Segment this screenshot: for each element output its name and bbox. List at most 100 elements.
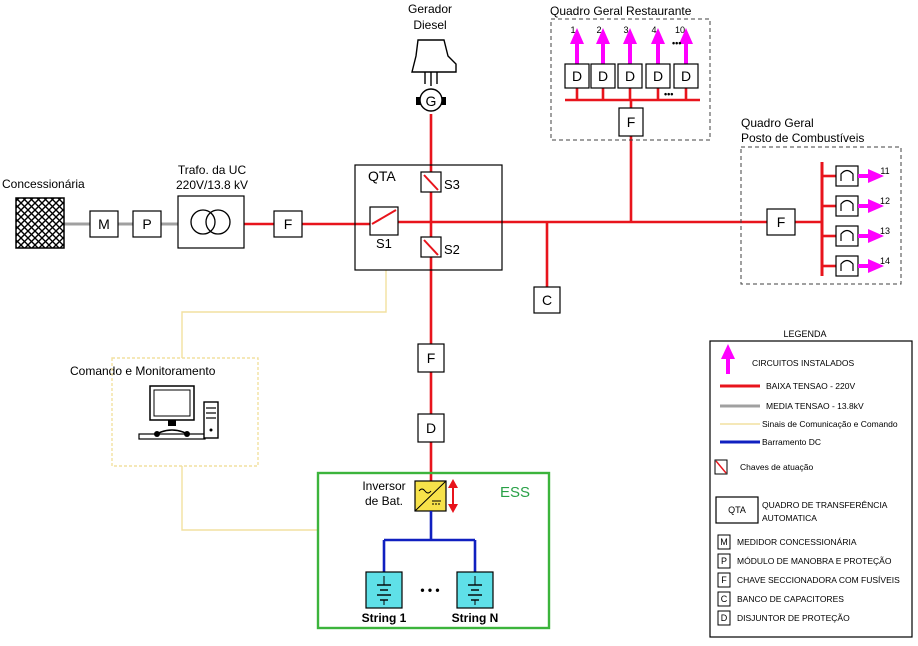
battery-string-1 — [365, 571, 403, 609]
utility-label: Concessionária — [2, 177, 85, 191]
legend-circuits-icon — [721, 344, 735, 374]
low-voltage-lines — [244, 88, 836, 481]
legend-item-switches: Chaves de atuação — [740, 462, 814, 472]
restaurant-circuit-3: 3D — [617, 25, 643, 89]
transformer-symbol — [177, 195, 245, 249]
restaurant-panel-label: Quadro Geral Restaurante — [550, 4, 692, 18]
breaker-box-d — [673, 63, 699, 89]
legend-abbrev-desc: CHAVE SECCIONADORA COM FUSÍVEIS — [737, 575, 900, 585]
svg-text:F: F — [627, 114, 636, 130]
s1-label: S1 — [376, 236, 392, 251]
restaurant-panel-frame — [550, 18, 711, 141]
qta-label: QTA — [368, 168, 396, 184]
protection-box-p: P — [132, 210, 162, 238]
breaker-symbol — [835, 255, 859, 277]
fuel-circuit-number: 11 — [880, 166, 889, 176]
utility-grid-symbol — [15, 197, 65, 249]
legend-qta-desc-line2: AUTOMATICA — [762, 513, 817, 523]
svg-text:F: F — [777, 214, 786, 230]
legend-item-medium-voltage: MEDIA TENSAO - 13.8kV — [766, 401, 864, 411]
ess-label: ESS — [500, 484, 530, 501]
breaker-label: D — [681, 68, 691, 84]
breaker-box-d-ess: D — [417, 413, 445, 443]
generator-label-line1: Gerador — [408, 2, 452, 16]
legend-abbrev-key: P — [721, 556, 727, 566]
dc-bus — [382, 511, 477, 572]
fuel-circuit-number: 14 — [880, 256, 890, 266]
legend-abbrev-desc: DISJUNTOR DE PROTEÇÃO — [737, 613, 850, 623]
legend-frame — [709, 340, 913, 638]
fuse-box-f-main: F — [273, 210, 303, 238]
fuse-box-f-restaurant: F — [618, 107, 644, 137]
legend-abbrev-f: F CHAVE SECCIONADORA COM FUSÍVEIS — [717, 572, 900, 588]
svg-text:F: F — [427, 350, 436, 366]
restaurant-circuit-2: 2D — [590, 25, 616, 89]
legend-item-dc-bus: Barramento DC — [762, 437, 821, 447]
battery-string-n — [456, 571, 494, 609]
breaker-symbol — [835, 225, 859, 247]
restaurant-circuit-number: 3 — [623, 25, 628, 35]
breaker-label: D — [598, 68, 608, 84]
restaurant-circuit-1: 1D — [564, 25, 590, 89]
bidirectional-arrow-icon — [448, 479, 458, 513]
transformer-label-line2: 220V/13.8 kV — [176, 178, 248, 192]
diesel-engine-icon — [411, 39, 457, 86]
breaker-box-d — [617, 63, 643, 89]
legend-abbrev-d: D DISJUNTOR DE PROTEÇÃO — [717, 610, 850, 626]
capacitor-box-c: C — [533, 286, 561, 314]
fuel-circuit-14: 14 — [835, 255, 890, 277]
restaurant-ellipsis-top: ••• — [672, 38, 681, 48]
generator-label-line2: Diesel — [413, 18, 446, 32]
legend-item-low-voltage: BAIXA TENSAO - 220V — [766, 381, 855, 391]
legend-abbrev-key: C — [721, 594, 728, 604]
legend-abbrev-key: D — [721, 613, 728, 623]
legend-item-circuits: CIRCUITOS INSTALADOS — [752, 358, 855, 368]
restaurant-circuit-number: 1 — [570, 25, 575, 35]
breaker-box-d — [645, 63, 671, 89]
svg-text:P: P — [142, 216, 151, 232]
fuel-circuit-11: 11 — [835, 165, 890, 187]
fuel-circuit-number: 13 — [880, 226, 890, 236]
restaurant-circuit-number: 4 — [651, 25, 656, 35]
breaker-label: D — [653, 68, 663, 84]
inverter-label-line2: de Bat. — [365, 494, 403, 508]
legend-title: LEGENDA — [783, 329, 826, 339]
switch-s2 — [420, 236, 442, 258]
switch-s1 — [369, 206, 399, 236]
breaker-box-d — [564, 63, 590, 89]
breaker-label: D — [625, 68, 635, 84]
string-n-label: String N — [452, 611, 499, 625]
breaker-symbol — [835, 165, 859, 187]
command-monitoring-label: Comando e Monitoramento — [70, 364, 216, 378]
legend-item-signal: Sinais de Comunicação e Comando — [762, 419, 898, 429]
switch-s3 — [420, 171, 442, 193]
svg-text:C: C — [542, 292, 552, 308]
ess-frame — [316, 471, 551, 630]
svg-text:M: M — [98, 216, 110, 232]
computer-icon — [138, 385, 219, 440]
svg-text:D: D — [426, 420, 436, 436]
restaurant-circuit-4: 4D — [645, 25, 671, 89]
s3-label: S3 — [444, 177, 460, 192]
battery-ellipsis: • • • — [420, 583, 439, 597]
svg-text:G: G — [426, 93, 437, 109]
legend-switch-icon — [714, 459, 728, 475]
svg-text:QTA: QTA — [728, 505, 746, 515]
breaker-box-d — [590, 63, 616, 89]
restaurant-circuit-number: 10 — [675, 25, 685, 35]
signal-lines — [181, 270, 387, 531]
breaker-symbol — [835, 195, 859, 217]
restaurant-circuit-number: 2 — [596, 25, 601, 35]
fuel-circuit-13: 13 — [835, 225, 890, 247]
fuel-panel-label-line2: Posto de Combustíveis — [741, 131, 864, 145]
battery-inverter — [414, 480, 447, 512]
legend-abbrev-key: F — [721, 575, 727, 585]
inverter-label-line1: Inversor — [362, 479, 405, 493]
legend-qta-box: QTA — [715, 496, 759, 524]
